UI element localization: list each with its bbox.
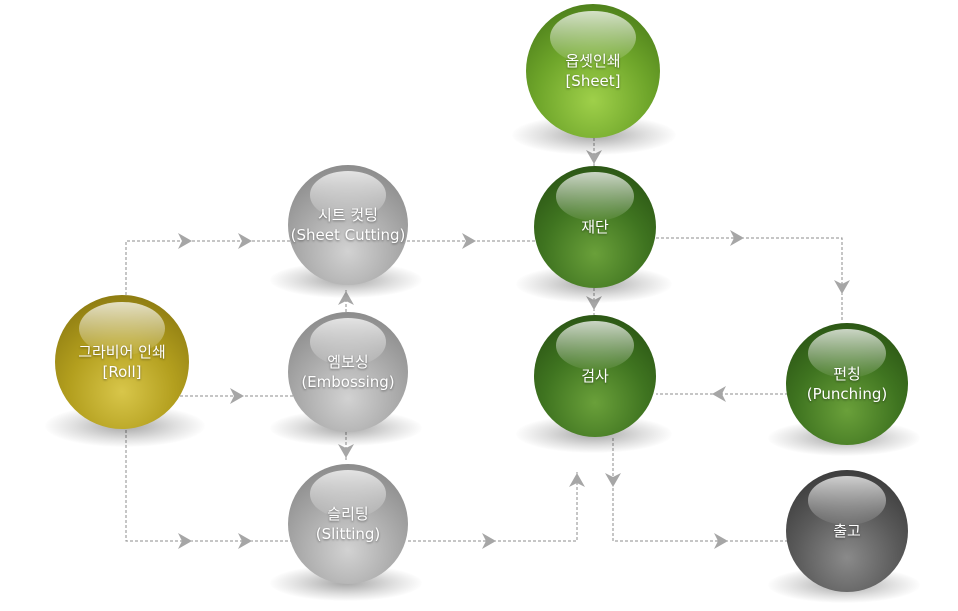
node-shipping: 출고 [786, 470, 908, 592]
node-gravure-printing: 그라비어 인쇄 [Roll] [55, 295, 189, 429]
arrow-right [482, 533, 496, 549]
node-embossing: 엠보싱 (Embossing) [288, 312, 408, 432]
node-label: 재단 [581, 218, 609, 236]
node-label: 검사 [581, 367, 609, 385]
node-label: 슬리팅 [327, 505, 369, 523]
node-inspection: 검사 [534, 315, 656, 437]
connector-slitting-to-inspection [408, 472, 578, 542]
node-sublabel: [Roll] [102, 363, 142, 381]
arrow-up [338, 291, 354, 305]
node-sheet-cutting: 시트 컷팅 (Sheet Cutting) [288, 165, 408, 285]
node-sublabel: (Embossing) [301, 373, 395, 391]
node-slitting: 슬리팅 (Slitting) [288, 464, 408, 584]
node-label: 엠보싱 [327, 353, 369, 371]
arrow-down [834, 280, 850, 294]
node-label: 출고 [833, 522, 861, 540]
arrow-down [605, 473, 621, 487]
arrow-right [238, 233, 252, 249]
node-label: 시트 컷팅 [318, 206, 378, 224]
node-sublabel: [Sheet] [565, 72, 621, 90]
node-offset-printing: 옵셋인쇄 [Sheet] [526, 4, 660, 138]
connector-cutting-to-punching [656, 237, 843, 321]
arrow-left [712, 386, 726, 402]
arrow-down [586, 296, 602, 310]
arrow-right [238, 533, 252, 549]
node-sublabel: (Slitting) [315, 525, 381, 543]
arrow-right [178, 533, 192, 549]
arrow-up [569, 473, 585, 487]
arrow-right [178, 233, 192, 249]
node-cutting: 재단 [534, 166, 656, 288]
node-sublabel: (Punching) [806, 385, 888, 403]
connector-gravure-to-slitting [125, 430, 298, 542]
arrow-right [230, 388, 244, 404]
node-punching: 펀칭 (Punching) [786, 323, 908, 445]
node-label: 그라비어 인쇄 [78, 343, 166, 361]
node-label: 옵셋인쇄 [565, 52, 621, 70]
arrow-down [586, 150, 602, 164]
arrow-right [714, 533, 728, 549]
connector-inspection-to-shipping [612, 438, 788, 542]
arrow-right [730, 230, 744, 246]
node-sublabel: (Sheet Cutting) [290, 226, 406, 244]
arrow-down [338, 444, 354, 458]
node-label: 펀칭 [833, 365, 861, 383]
arrow-right [462, 233, 476, 249]
